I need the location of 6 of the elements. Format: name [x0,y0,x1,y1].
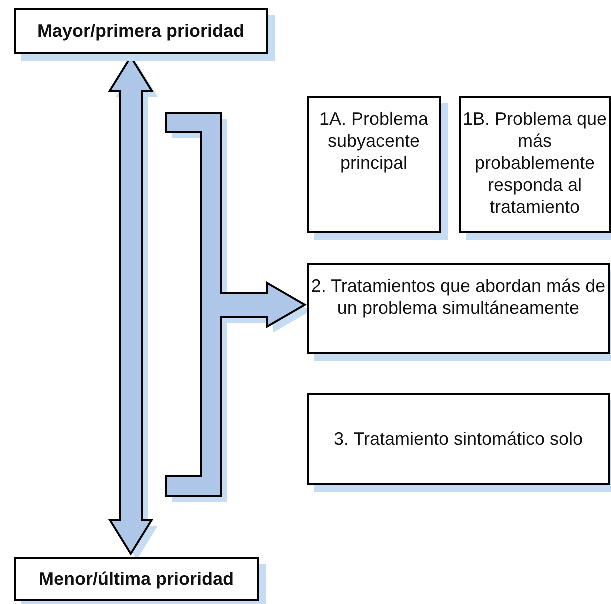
box-text: 2. Tratamientos que abordan más de un problema simultáneamente [310,275,607,320]
box-text: 1B. Problema que más probablemente responda al tratamiento [462,108,608,219]
box-text: Mayor/primera prioridad [37,20,245,42]
box-text: 1A. Problema subyacente principal [318,108,430,175]
box-text: 3. Tratamiento sintomático solo [334,428,584,450]
box-text: Menor/última prioridad [38,568,234,590]
